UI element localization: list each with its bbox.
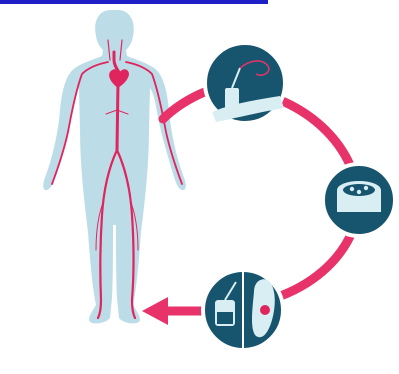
ring-lower-arc: [275, 232, 352, 298]
step-culture-dish: [323, 164, 395, 236]
step-treatment: [203, 270, 283, 350]
ring-right-arc: [280, 100, 350, 165]
descending-artery: [117, 82, 118, 150]
vial-liquid: [217, 312, 233, 324]
return-arrowhead: [142, 297, 168, 325]
cell-dot-2: [357, 190, 361, 194]
cell-dot-3: [364, 186, 368, 190]
step-cell-collection: [205, 43, 285, 123]
petri-dish-icon: [337, 181, 381, 212]
cell-dot-1: [350, 187, 354, 191]
wound-spot: [260, 305, 270, 315]
